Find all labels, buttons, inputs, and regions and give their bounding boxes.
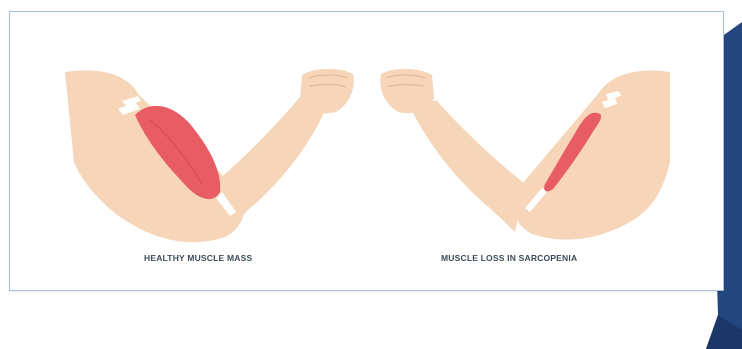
healthy-arm-illustration [65,69,354,242]
sarcopenia-forearm [410,100,525,232]
healthy-shoulder [65,70,244,242]
healthy-forearm [210,97,328,234]
healthy-muscle-caption: HEALTHY MUSCLE MASS [144,253,252,263]
sarcopenia-arm-illustration [380,69,670,240]
arm-comparison-illustration [10,12,723,290]
sarcopenia-caption: MUSCLE LOSS IN SARCOPENIA [441,253,577,263]
sarcopenia-shoulder [514,70,670,239]
comparison-card: HEALTHY MUSCLE MASS MUSCLE LOSS IN SARCO… [9,11,724,291]
